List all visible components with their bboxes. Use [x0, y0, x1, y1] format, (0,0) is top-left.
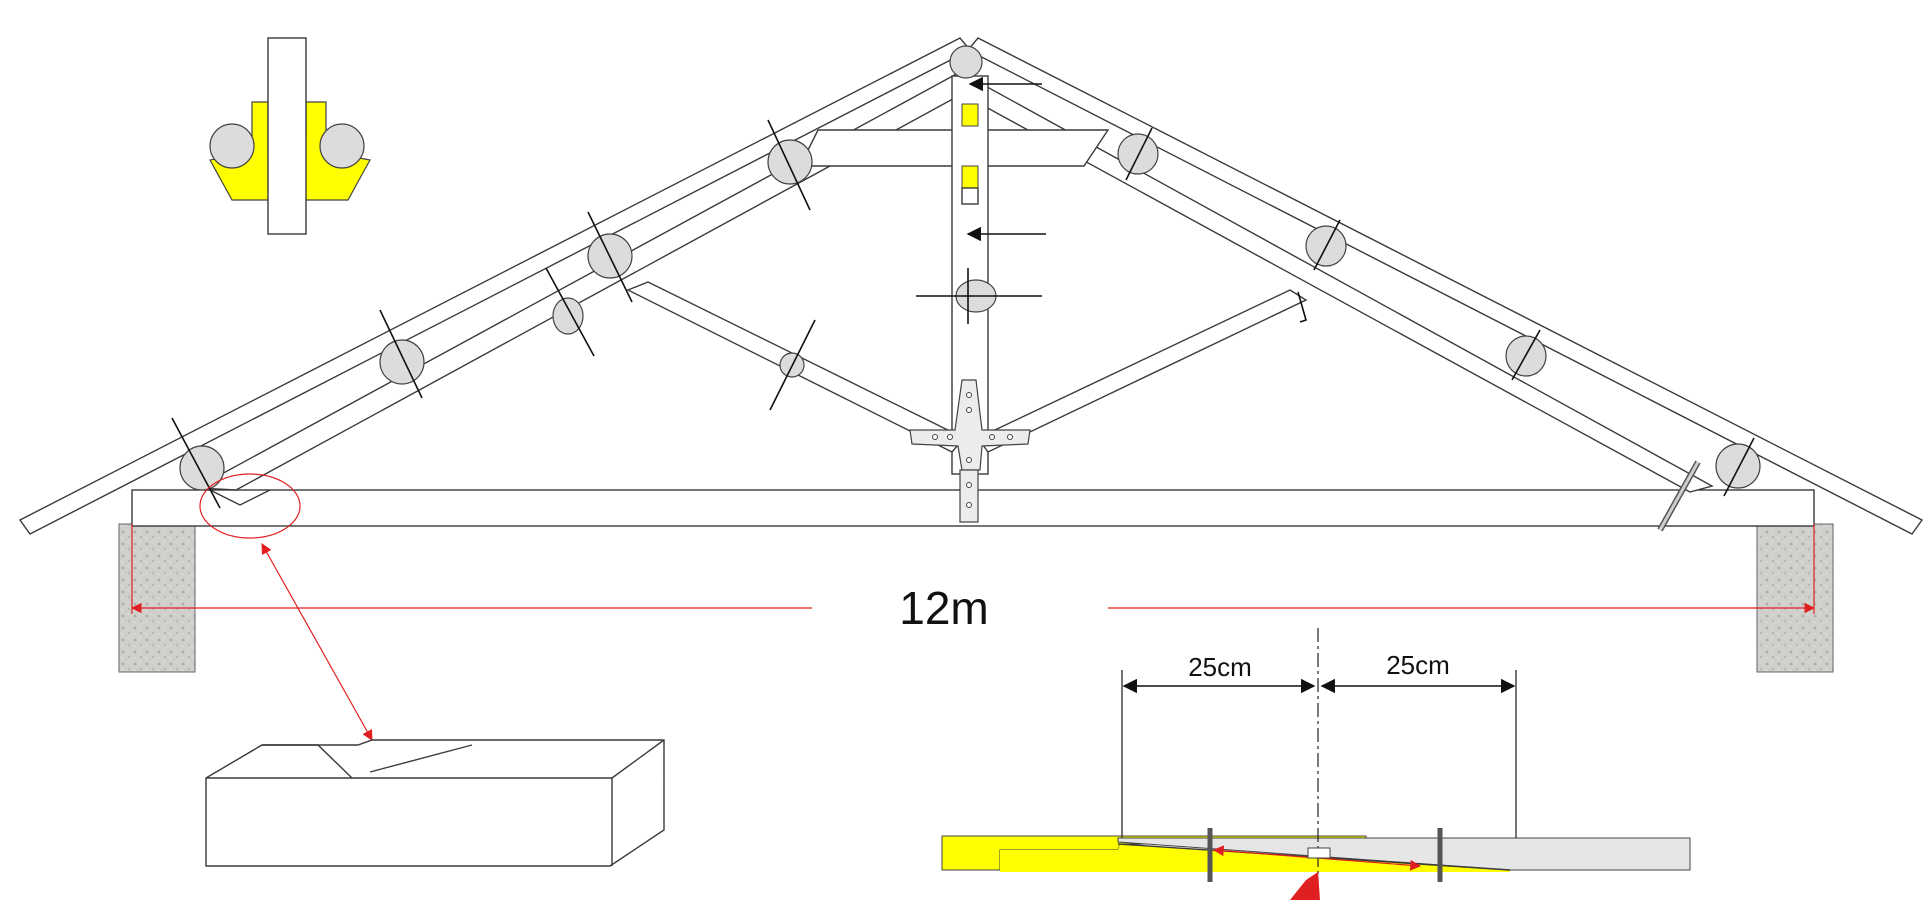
left-rafter-bolts	[171, 119, 816, 509]
birdsmouth-notch	[209, 489, 271, 506]
span-label: 12m	[899, 582, 988, 634]
splice-left-dimension-label: 25cm	[1188, 652, 1252, 682]
strut-hook	[1297, 291, 1307, 323]
splice-right-dimension-label: 25cm	[1386, 650, 1450, 680]
notch-detail-block	[205, 739, 665, 867]
anchor-bolt	[1657, 460, 1701, 532]
splice-detail	[941, 628, 1691, 900]
notch-callout-circle	[199, 473, 301, 539]
left-wall-support	[118, 523, 196, 673]
right-rafter-bolts	[916, 45, 1761, 497]
right-wall-support	[1756, 523, 1834, 673]
left-outer-rafter	[18, 37, 972, 535]
king-post-slot	[961, 187, 979, 205]
right-diagonal-strut	[976, 289, 1308, 453]
center-gusset-plate	[909, 379, 1031, 523]
notch-callout-leader	[261, 543, 373, 741]
right-outer-rafter	[966, 37, 1924, 535]
steel-shoe-detail	[209, 37, 371, 235]
king-post-plate-lower	[961, 165, 979, 189]
king-post-plate-upper	[961, 103, 979, 127]
